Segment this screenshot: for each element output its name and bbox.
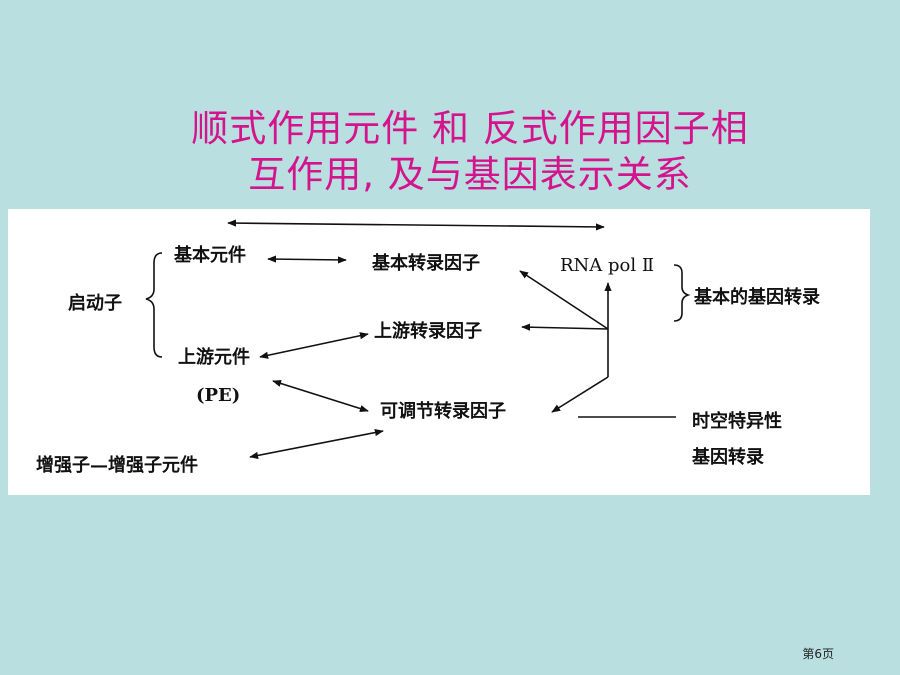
diagram-panel: 启动子 基本元件 上游元件 (PE) 增强子—增强子元件 基本转录因子 上游转录… <box>8 209 870 495</box>
brace-basic-transcription <box>673 264 691 322</box>
arrow-enhancer-regulatory-tf <box>249 429 384 459</box>
spatiotemporal-label-line-1: 时空特异性 <box>692 411 782 432</box>
upstream-tf-label: 上游转录因子 <box>374 321 482 342</box>
arrow-upstream-element-upstream-tf <box>259 332 369 359</box>
basic-tf-label: 基本转录因子 <box>372 253 480 274</box>
rna-pol-label: RNA pol Ⅱ <box>560 255 655 276</box>
arrow-to-regulatory-tf <box>551 376 609 413</box>
brace-promoter <box>145 252 163 358</box>
upstream-element-label: 上游元件 <box>178 347 250 368</box>
arrow-to-upstream-tf <box>521 323 609 331</box>
slide-title-line-2: 互作用, 及与基因表示关系 <box>248 153 692 196</box>
basic-element-label: 基本元件 <box>174 245 246 266</box>
pe-label: (PE) <box>196 385 241 406</box>
enhancer-label: 增强子—增强子元件 <box>36 455 198 476</box>
page-number: 第6页 <box>802 647 834 661</box>
arrow-top-long <box>227 219 605 231</box>
diagram-connectors <box>145 219 691 459</box>
arrow-basic-element-basic-tf <box>267 255 347 264</box>
arrow-pe-regulatory-tf <box>272 380 369 412</box>
slide-title-line-1: 顺式作用元件 和 反式作用因子相 <box>191 107 749 150</box>
arrow-to-basic-tf <box>519 270 609 330</box>
promoter-label: 启动子 <box>68 293 122 314</box>
regulatory-tf-label: 可调节转录因子 <box>380 401 506 422</box>
basic-transcription-label: 基本的基因转录 <box>694 287 820 308</box>
spatiotemporal-label-line-2: 基因转录 <box>692 447 764 468</box>
